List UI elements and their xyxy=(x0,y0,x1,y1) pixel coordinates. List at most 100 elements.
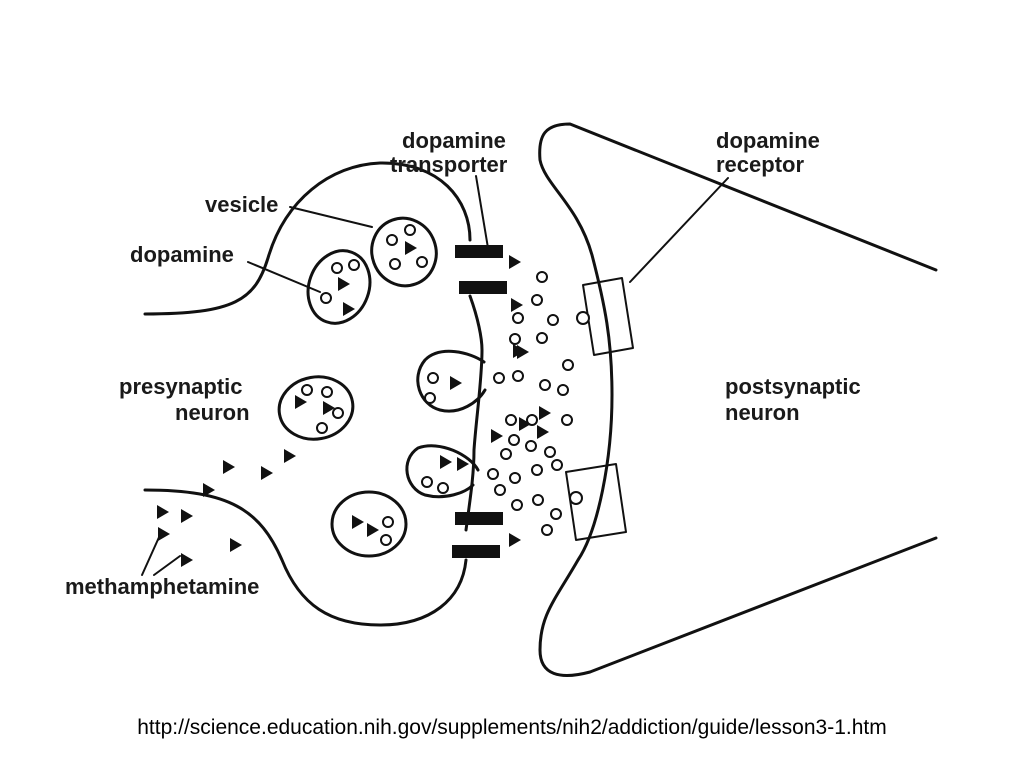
methamphetamine-molecule xyxy=(450,376,462,390)
label-postsynaptic-1: postsynaptic xyxy=(725,374,861,399)
dopamine-molecule xyxy=(321,386,333,398)
dopamine-molecule xyxy=(389,258,401,270)
dopamine-molecule xyxy=(332,407,344,419)
leader-meth-1 xyxy=(141,534,161,576)
label-vesicle: vesicle xyxy=(205,192,278,217)
dopamine-molecule xyxy=(531,464,543,476)
dopamine-molecule xyxy=(512,312,524,324)
methamphetamine-molecule xyxy=(511,298,523,312)
methamphetamine-molecule xyxy=(509,255,521,269)
dopamine-molecule xyxy=(525,440,537,452)
label-presynaptic-2: neuron xyxy=(175,400,250,425)
dopamine-molecule xyxy=(404,224,416,236)
methamphetamine-molecule xyxy=(519,417,531,431)
dopamine-molecule xyxy=(531,294,543,306)
leader-receptor xyxy=(629,177,729,283)
methamphetamine-molecule xyxy=(457,457,469,471)
receptor-bound-dopamine-lower xyxy=(569,491,583,505)
methamphetamine-molecule xyxy=(537,425,549,439)
methamphetamine-molecule xyxy=(295,395,307,409)
methamphetamine-molecule xyxy=(284,449,296,463)
dopamine-molecule xyxy=(500,448,512,460)
dopamine-molecule xyxy=(532,494,544,506)
dopamine-molecule xyxy=(551,459,563,471)
dopamine-molecule xyxy=(547,314,559,326)
dopamine-molecule xyxy=(536,332,548,344)
dopamine-molecule xyxy=(509,333,521,345)
receptor-bound-dopamine-upper xyxy=(576,311,590,325)
methamphetamine-molecule xyxy=(158,527,170,541)
postsynaptic-membrane xyxy=(538,122,938,677)
dopamine-molecule xyxy=(316,422,328,434)
dopamine-molecule xyxy=(536,271,548,283)
vesicle-3 xyxy=(277,375,355,441)
label-methamphetamine: methamphetamine xyxy=(65,574,259,599)
dopamine-molecule xyxy=(427,372,439,384)
methamphetamine-molecule xyxy=(509,533,521,547)
dopamine-molecule xyxy=(509,472,521,484)
dopamine-molecule xyxy=(541,524,553,536)
label-dopamine-transporter-2: transporter xyxy=(390,152,508,177)
vesicle-2 xyxy=(306,249,372,325)
methamphetamine-molecule xyxy=(440,455,452,469)
methamphetamine-molecule xyxy=(338,277,350,291)
label-dopamine-receptor-1: dopamine xyxy=(716,128,820,153)
dopamine-molecule xyxy=(487,468,499,480)
vesicle-4 xyxy=(330,490,408,558)
methamphetamine-molecule xyxy=(181,553,193,567)
fusing-vesicle-lower xyxy=(405,444,480,499)
dopamine-molecule xyxy=(320,292,332,304)
methamphetamine-molecule xyxy=(157,505,169,519)
dopamine-receptor-upper xyxy=(582,277,634,356)
dopamine-molecule xyxy=(301,384,313,396)
dopamine-transporter-upper-bar1 xyxy=(455,245,503,258)
dopamine-molecule xyxy=(539,379,551,391)
dopamine-molecule xyxy=(557,384,569,396)
label-postsynaptic-2: neuron xyxy=(725,400,800,425)
dopamine-molecule xyxy=(348,259,360,271)
leader-meth-2 xyxy=(153,555,181,576)
dopamine-molecule xyxy=(421,476,433,488)
dopamine-transporter-lower-bar2 xyxy=(452,545,500,558)
dopamine-receptor-lower xyxy=(565,463,627,541)
presynaptic-membrane-upper xyxy=(143,161,472,316)
dopamine-molecule xyxy=(380,534,392,546)
methamphetamine-molecule xyxy=(352,515,364,529)
methamphetamine-molecule xyxy=(203,483,215,497)
dopamine-molecule xyxy=(562,359,574,371)
methamphetamine-molecule xyxy=(223,460,235,474)
methamphetamine-molecule xyxy=(517,345,529,359)
leader-dopamine xyxy=(247,261,321,293)
label-dopamine-receptor-2: receptor xyxy=(716,152,804,177)
dopamine-molecule xyxy=(386,234,398,246)
leader-transporter xyxy=(475,175,489,249)
label-presynaptic-1: presynaptic xyxy=(119,374,243,399)
dopamine-molecule xyxy=(508,434,520,446)
axon-terminal-membrane xyxy=(464,294,484,532)
dopamine-molecule xyxy=(526,414,538,426)
fusing-vesicle-upper xyxy=(416,349,487,413)
dopamine-molecule xyxy=(331,262,343,274)
label-dopamine: dopamine xyxy=(130,242,234,267)
dopamine-molecule xyxy=(544,446,556,458)
label-dopamine-transporter-1: dopamine xyxy=(402,128,506,153)
dopamine-molecule xyxy=(416,256,428,268)
methamphetamine-molecule xyxy=(491,429,503,443)
leader-vesicle xyxy=(289,206,373,228)
dopamine-molecule xyxy=(382,516,394,528)
dopamine-molecule xyxy=(561,414,573,426)
methamphetamine-molecule xyxy=(343,302,355,316)
methamphetamine-molecule xyxy=(539,406,551,420)
methamphetamine-molecule xyxy=(181,509,193,523)
vesicle-1 xyxy=(370,216,438,288)
methamphetamine-molecule xyxy=(261,466,273,480)
dopamine-molecule xyxy=(550,508,562,520)
methamphetamine-molecule xyxy=(230,538,242,552)
dopamine-molecule xyxy=(512,370,524,382)
methamphetamine-molecule xyxy=(367,523,379,537)
dopamine-transporter-upper-bar2 xyxy=(459,281,507,294)
dopamine-molecule xyxy=(493,372,505,384)
source-url: http://science.education.nih.gov/supplem… xyxy=(137,716,887,739)
dopamine-molecule xyxy=(511,499,523,511)
